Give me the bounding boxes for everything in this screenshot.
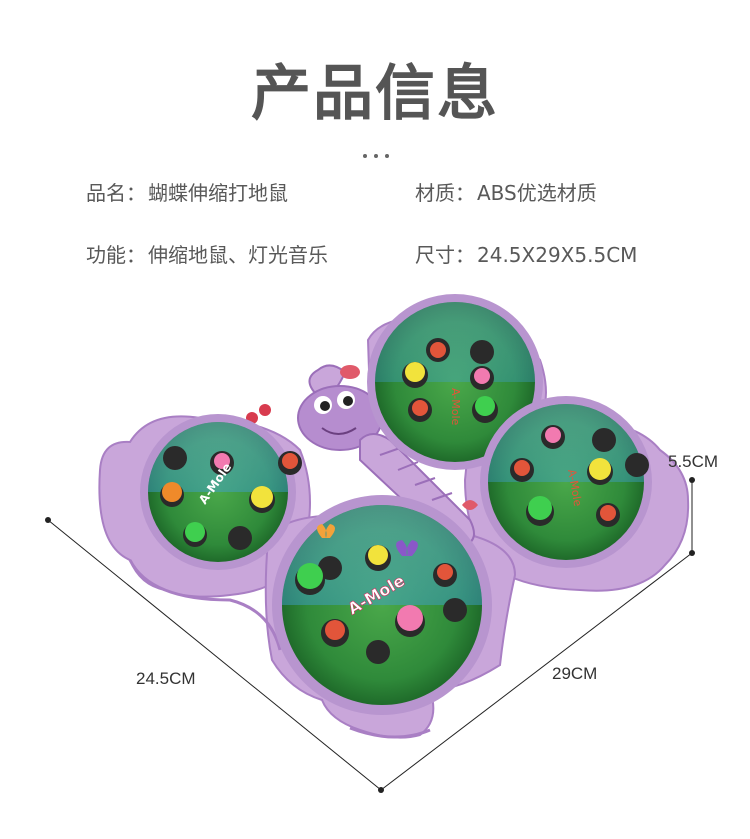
mole-hole [395,605,425,637]
mole-hole [160,482,184,507]
spec-name-label: 品名： [86,181,146,205]
dimension-line-length [380,552,693,791]
spec-size: 尺寸：24.5X29X5.5CM [415,242,637,268]
spec-name: 品名：蝴蝶伸缩打地鼠 [86,180,288,206]
page-title: 产品信息 [251,59,499,129]
mole-hole [541,425,565,449]
dimension-label-height: 5.5CM [668,452,719,471]
spec-material-value: ABS优选材质 [477,181,597,205]
game-board-bottom: A-Mole [272,495,492,715]
dimension-dot [689,477,695,483]
spec-function: 功能：伸缩地鼠、灯光音乐 [86,242,328,268]
mole-hole [470,340,494,364]
mole-hole [228,526,252,550]
spec-function-label: 功能： [86,243,146,267]
mole-hole [426,338,450,362]
mole-hole [625,453,649,477]
decor-butterfly-icon [317,524,335,538]
game-board-top: A-Mole [367,294,543,470]
mole-hole [318,556,342,580]
board-logo-text: A-Mole [449,388,462,426]
toy-butterfly-head [246,364,383,451]
dimension-line-width [47,519,382,791]
mole-hole [408,398,432,422]
dimension-label-length: 29CM [552,664,598,683]
mole-hole [210,451,234,475]
mole-hole [249,486,275,513]
mole-hole [321,619,349,647]
mole-hole [183,522,207,547]
mole-hole [278,451,302,475]
dimension-dot [45,517,51,523]
mole-hole [163,446,187,470]
mole-hole [443,598,467,622]
board-logo-text: A-Mole [565,468,584,507]
mole-hole [526,496,554,526]
game-board-left: A-Mole [140,414,302,570]
decor-butterfly-icon [396,540,418,556]
mole-hole [472,396,498,423]
spec-size-value: 24.5X29X5.5CM [477,243,638,267]
mole-hole [510,458,534,482]
game-board-right: A-Mole [480,396,652,568]
light-button [259,404,271,416]
mole-hole [596,503,620,527]
mole-hole [365,545,391,571]
spec-material: 材质：ABS优选材质 [415,180,597,206]
mole-hole [366,640,390,664]
spec-name-value: 蝴蝶伸缩打地鼠 [148,181,288,205]
mole-hole [433,563,457,587]
dimension-label-width: 24.5CM [136,669,196,688]
mole-hole [592,428,616,452]
mole-hole [470,366,494,390]
mole-hole [402,362,428,388]
spec-size-label: 尺寸： [415,243,475,267]
mole-hole [295,563,325,595]
title-divider-dots [356,154,396,162]
mole-hole [587,458,613,485]
spec-material-label: 材质： [415,181,475,205]
spec-function-value: 伸缩地鼠、灯光音乐 [148,243,328,267]
